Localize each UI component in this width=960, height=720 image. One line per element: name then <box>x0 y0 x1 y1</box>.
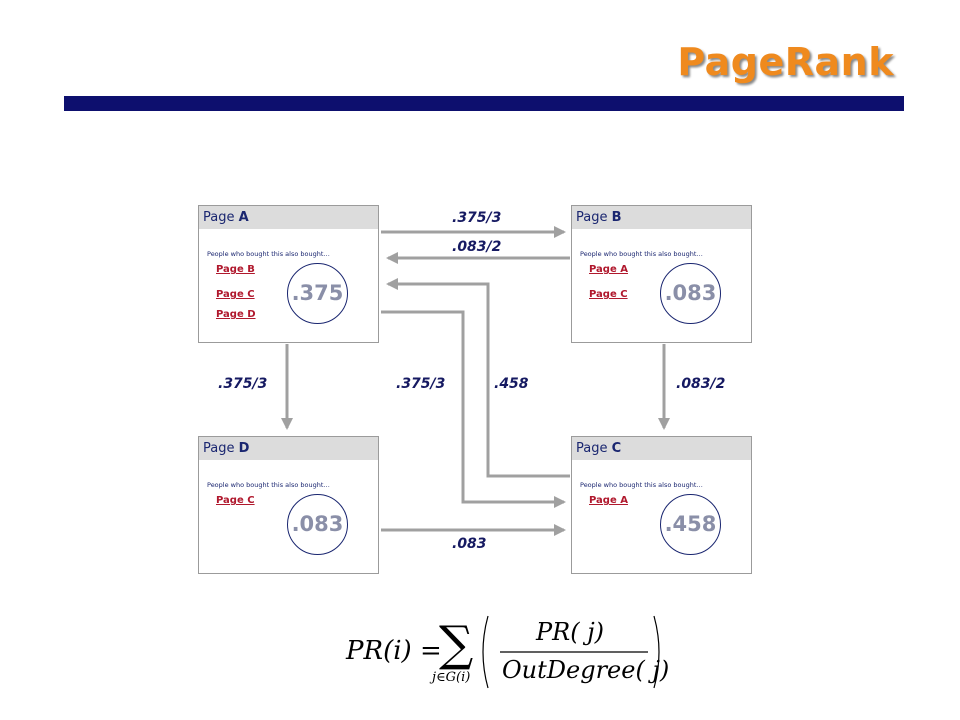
page-b-card: Page B People who bought this also bough… <box>571 205 752 343</box>
edge-label-c-to-a: .458 <box>494 376 529 392</box>
page-d-card: Page D People who bought this also bough… <box>198 436 379 574</box>
page-b-rank: .083 <box>660 263 721 324</box>
slide-title: PageRank <box>677 40 894 84</box>
edge-label-d-to-c: .083 <box>452 536 487 552</box>
formula-numerator: PR( j) <box>536 618 605 646</box>
edge-label-b-to-c: .083/2 <box>676 376 726 392</box>
page-d-bought-text: People who bought this also bought… <box>207 481 330 489</box>
page-a-link-d[interactable]: Page D <box>216 309 256 320</box>
page-a-header: Page A <box>199 206 378 229</box>
arrow-a-to-c <box>381 310 566 508</box>
edge-label-a-to-c: .375/3 <box>396 376 446 392</box>
edge-label-b-to-a: .083/2 <box>452 239 502 255</box>
formula-fraction-graphic <box>482 615 660 689</box>
formula-sum-symbol: ∑ <box>439 616 474 672</box>
page-c-card: Page C People who bought this also bough… <box>571 436 752 574</box>
page-b-link-a[interactable]: Page A <box>589 264 628 275</box>
page-d-header: Page D <box>199 437 378 460</box>
page-c-bought-text: People who bought this also bought… <box>580 481 703 489</box>
page-a-link-c[interactable]: Page C <box>216 289 255 300</box>
page-c-rank: .458 <box>660 494 721 555</box>
page-b-bought-text: People who bought this also bought… <box>580 250 703 258</box>
title-underline-bar <box>64 96 904 111</box>
page-d-link-c[interactable]: Page C <box>216 495 255 506</box>
page-c-header: Page C <box>572 437 751 460</box>
page-d-rank: .083 <box>287 494 348 555</box>
page-a-bought-text: People who bought this also bought… <box>207 250 330 258</box>
formula-sum-subscript: j∈G(i) <box>432 670 471 685</box>
page-a-link-b[interactable]: Page B <box>216 264 255 275</box>
page-a-rank: .375 <box>287 263 348 324</box>
formula-denominator: OutDegree( j) <box>502 656 670 684</box>
pagerank-formula: PR(i) = ∑ j∈G(i) PR( j) OutDegree( j) <box>340 612 670 692</box>
edge-label-a-to-b: .375/3 <box>452 210 502 226</box>
page-b-header: Page B <box>572 206 751 229</box>
formula-lhs: PR(i) = <box>346 636 442 666</box>
page-b-link-c[interactable]: Page C <box>589 289 628 300</box>
edge-label-a-to-d: .375/3 <box>218 376 268 392</box>
arrow-c-to-a <box>386 278 570 478</box>
page-c-link-a[interactable]: Page A <box>589 495 628 506</box>
page-a-card: Page A People who bought this also bough… <box>198 205 379 343</box>
